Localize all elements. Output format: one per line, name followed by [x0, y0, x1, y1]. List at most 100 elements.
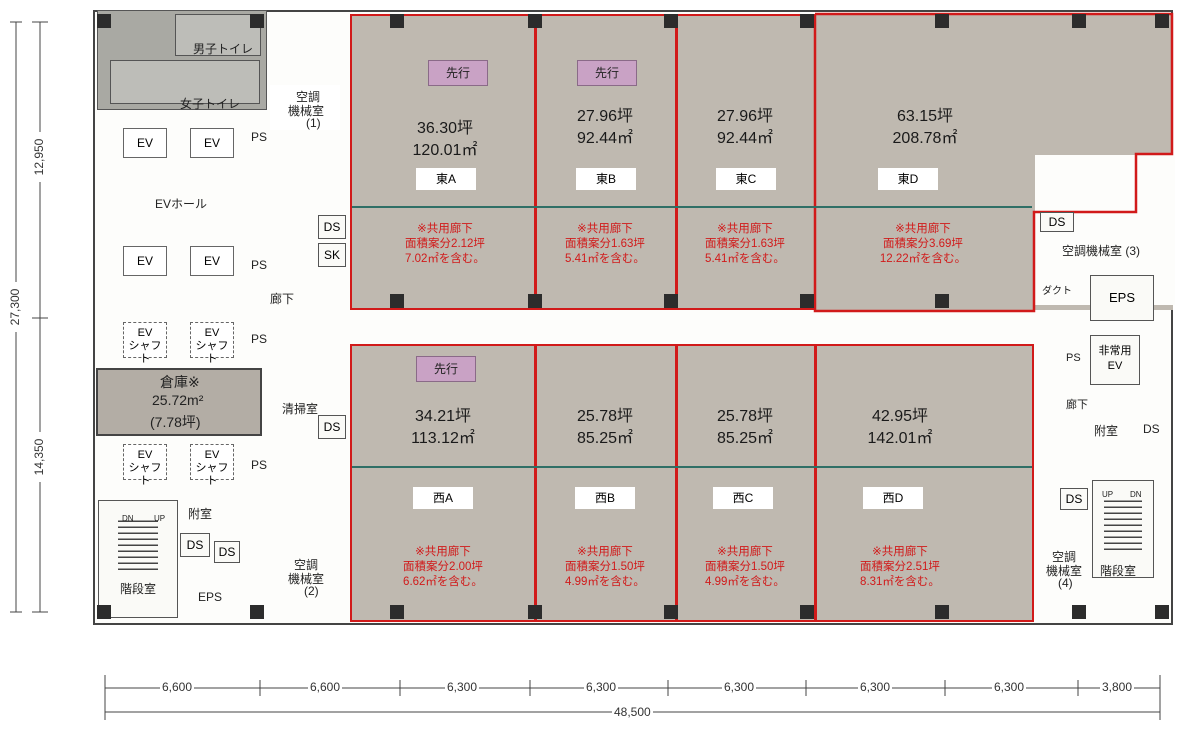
sk-box: SK — [318, 243, 346, 267]
ps-label-3: PS — [251, 332, 268, 346]
column — [1072, 605, 1086, 619]
dim-bottom-2: 6,600 — [308, 680, 343, 694]
ds-box-right-3: DS — [1060, 488, 1088, 510]
column — [528, 294, 542, 308]
column — [250, 605, 264, 619]
mens-toilet-label: 男子トイレ — [193, 42, 254, 56]
ac-room-2-label-c: (2) — [304, 584, 319, 598]
unit-west-d[interactable] — [815, 344, 1034, 622]
ds-box-3: DS — [180, 533, 210, 557]
stairs-left-treads — [118, 520, 158, 570]
dim-bottom-7: 6,300 — [992, 680, 1027, 694]
column — [800, 605, 814, 619]
column — [97, 605, 111, 619]
ps-label-2: PS — [251, 258, 268, 272]
column — [935, 294, 949, 308]
stairs-left-label: 階段室 — [120, 582, 157, 596]
column — [528, 605, 542, 619]
ac-room-4-label-b: 機械室 — [1046, 564, 1083, 578]
column — [390, 605, 404, 619]
dim-bottom-5: 6,300 — [722, 680, 757, 694]
east-c-name: 東C — [716, 168, 776, 190]
elevator-3: EV — [123, 246, 167, 276]
cleaning-room-label: 清掃室 — [282, 402, 319, 416]
storage-title: 倉庫※ — [160, 374, 200, 390]
stairs-left-dn: DN — [122, 514, 134, 523]
stairs-right-label: 階段室 — [1100, 564, 1137, 578]
stairs-left-up: UP — [154, 514, 166, 523]
east-d-name: 東D — [878, 168, 938, 190]
storage-room — [96, 368, 262, 436]
column — [250, 14, 264, 28]
column — [664, 605, 678, 619]
column — [935, 605, 949, 619]
stairs-right-up: UP — [1102, 490, 1114, 499]
column — [935, 14, 949, 28]
west-corridor-line — [352, 466, 1032, 468]
ds-box-right: DS — [1040, 212, 1074, 232]
column — [800, 14, 814, 28]
column — [664, 14, 678, 28]
west-tenant-area — [350, 344, 1034, 622]
dim-bottom-8: 3,800 — [1100, 680, 1135, 694]
unit-east-d[interactable] — [812, 12, 1176, 314]
column — [664, 294, 678, 308]
column — [390, 294, 404, 308]
ds-box-1: DS — [318, 215, 346, 239]
column — [390, 14, 404, 28]
column — [1155, 14, 1169, 28]
dim-upper-height: 12,950 — [32, 132, 46, 182]
ev-hall-label: EVホール — [155, 197, 208, 211]
duct-label: ダクト — [1042, 286, 1072, 297]
ps-label-4: PS — [251, 458, 268, 472]
dim-bottom-4: 6,300 — [584, 680, 619, 694]
column — [1072, 14, 1086, 28]
dim-bottom-3: 6,300 — [445, 680, 480, 694]
elevator-4: EV — [190, 246, 234, 276]
column — [1155, 605, 1169, 619]
west-d-name: 西D — [863, 487, 923, 509]
ac-room-1-label-a: 空調 — [296, 90, 321, 104]
eps-left-label: EPS — [198, 590, 223, 604]
ds-box-4: DS — [214, 541, 240, 563]
corridor-label-1: 廊下 — [270, 292, 295, 306]
west-a-badge: 先行 — [416, 356, 476, 382]
elevator-2: EV — [190, 128, 234, 158]
storage-sqm: 25.72m² — [152, 392, 204, 408]
ps-label-right: PS — [1066, 352, 1081, 364]
west-c-name: 西C — [713, 487, 773, 509]
ac-room-1 — [270, 85, 340, 130]
womens-toilet — [110, 60, 260, 104]
ac-room-2-label-a: 空調 — [294, 558, 319, 572]
stairs-right-treads — [1104, 500, 1142, 550]
east-corridor-line — [352, 206, 1032, 208]
dim-bottom-1: 6,600 — [160, 680, 195, 694]
ac-room-4-label-a: 空調 — [1052, 550, 1077, 564]
eps-right: EPS — [1090, 275, 1154, 321]
corridor-label-right: 廊下 — [1066, 399, 1088, 411]
east-a-badge: 先行 — [428, 60, 488, 86]
annex-right-label: 附室 — [1094, 424, 1119, 438]
column — [528, 14, 542, 28]
ds-right-label-2: DS — [1143, 422, 1160, 436]
elevator-1: EV — [123, 128, 167, 158]
ac-room-1-label-c: (1) — [306, 116, 321, 130]
